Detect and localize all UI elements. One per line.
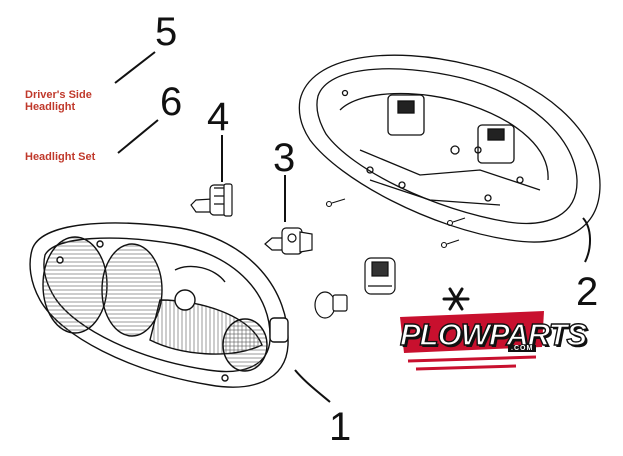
headlight-lens: [29, 222, 289, 388]
drivers-side-line1: Driver's Side: [25, 89, 92, 101]
logo-red-stripe: [400, 311, 544, 353]
socket-bulb: [364, 257, 396, 295]
logo-speed-lines: [407, 355, 537, 371]
callout-4: 4: [207, 95, 230, 139]
callout-1: 1: [329, 405, 352, 449]
logo-wordmark: PLOWPARTS: [399, 316, 588, 352]
plowparts-logo: PLOWPARTS .COM: [396, 283, 588, 383]
callout-3: 3: [273, 136, 296, 180]
logo-graphic: [400, 287, 544, 371]
callout-2: 2: [576, 270, 599, 314]
bulb-3: [264, 227, 313, 255]
drivers-side-line2: Headlight: [25, 100, 76, 113]
callout-5: 5: [155, 10, 178, 54]
leader-lines: [114, 51, 591, 403]
screws: [325, 198, 466, 249]
snowflake-icon: [442, 287, 470, 311]
headlight-set-label[interactable]: Headlight Set: [25, 151, 96, 163]
bulb-4: [190, 183, 233, 217]
rear-housing: [298, 54, 601, 243]
small-wedge-bulb: [314, 291, 348, 319]
drivers-side-headlight-label[interactable]: Driver's Side Headlight: [25, 89, 92, 113]
callout-6: 6: [160, 80, 183, 124]
logo-dotcom: .COM: [508, 345, 537, 352]
